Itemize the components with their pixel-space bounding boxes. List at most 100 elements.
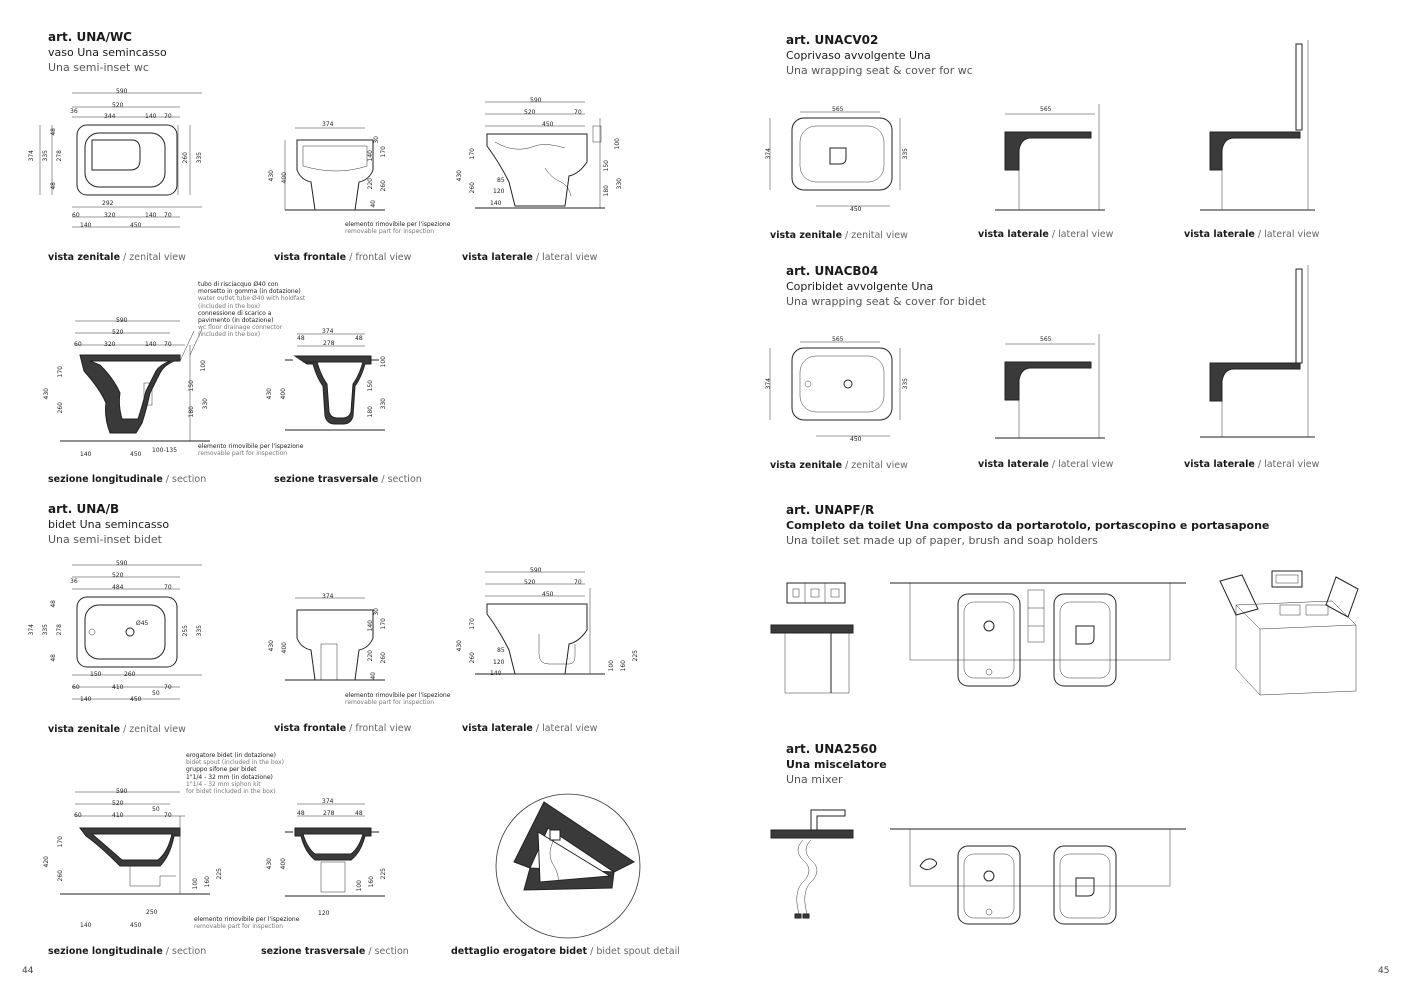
caption-en: / bidet spout detail <box>590 946 680 957</box>
dim-label: 335 <box>196 152 203 164</box>
dim-label: 220 <box>367 650 374 662</box>
caption-una-wc-zenital: vista zenitale / zenital view <box>48 252 186 263</box>
dim-label: 260 <box>57 402 64 414</box>
una2560-mixer-drawing <box>770 809 854 919</box>
dim-label: 590 <box>116 788 128 795</box>
caption-it: vista laterale <box>462 252 533 263</box>
caption-en: / zenital view <box>845 230 908 241</box>
dim-label: 450 <box>130 451 142 458</box>
dim-label: 565 <box>1040 106 1052 113</box>
dim-label: 450 <box>130 922 142 929</box>
note-en: wc floor drainage connector <box>198 324 283 332</box>
note-it: elemento rimovibile per l'ispezione <box>198 443 304 450</box>
dim-label: 70 <box>164 113 172 120</box>
dim-label: 520 <box>112 572 124 579</box>
dim-label: 160 <box>368 876 375 888</box>
dim-label: 40 <box>370 200 377 208</box>
caption-una-b-lateral: vista laterale / lateral view <box>462 723 597 734</box>
caption-una-wc-lateral: vista laterale / lateral view <box>462 252 597 263</box>
dim-label: 565 <box>832 106 844 113</box>
caption-en: / lateral view <box>1257 459 1320 470</box>
dim-label: 374 <box>322 328 334 335</box>
dim-label: 50 <box>152 806 160 813</box>
dim-label: 48 <box>50 182 57 190</box>
dim-label: 520 <box>112 102 124 109</box>
note-en: bidet spout (included in the box) <box>186 759 285 767</box>
dim-label: 260 <box>182 152 189 164</box>
dim-label: 48 <box>50 600 57 608</box>
dim-label: 374 <box>322 593 334 600</box>
dim-label: 450 <box>130 222 142 229</box>
una-b-spout-detail-drawing <box>495 793 641 939</box>
caption-unacb04-lateral-2: vista laterale / lateral view <box>1184 459 1319 470</box>
dim-label: 180 <box>367 406 374 418</box>
unacv02-lateral-drawing-1 <box>995 104 1105 211</box>
dim-label: 140 <box>367 150 374 162</box>
dim-label: 590 <box>530 97 542 104</box>
una2560-name-it: Una miscelatore <box>786 758 887 771</box>
caption-en: / lateral view <box>535 252 598 263</box>
una-b-front-view-drawing <box>285 597 385 681</box>
caption-it: vista laterale <box>978 459 1049 470</box>
dim-label: 450 <box>542 121 554 128</box>
dim-label: 250 <box>146 909 158 916</box>
una-wc-longitudinal-section-drawing <box>60 320 210 442</box>
dim-label: 320 <box>104 212 116 219</box>
note-it: pavimento (in dotazione) <box>198 317 274 325</box>
dim-label: 225 <box>216 868 223 880</box>
note-it: elemento rimovibile per l'ispezione <box>345 221 451 228</box>
una-b-cross-section-drawing <box>285 803 385 897</box>
dim-label: 590 <box>116 88 128 95</box>
dim-label: 30 <box>373 608 380 616</box>
caption-it: sezione trasversale <box>274 474 379 485</box>
caption-unacv02-lateral-1: vista laterale / lateral view <box>978 229 1113 240</box>
dim-label: 48 <box>297 810 305 817</box>
caption-it: vista frontale <box>274 723 347 734</box>
una-wc-name-en: Una semi-inset wc <box>48 61 149 74</box>
unapfr-wall-view-drawing <box>890 582 1186 687</box>
una-wc-name-it: vaso Una semincasso <box>48 46 167 59</box>
caption-en: / section <box>165 946 207 957</box>
dim-label: 255 <box>182 625 189 637</box>
dim-label: 278 <box>56 624 63 636</box>
dim-label: 374 <box>322 798 334 805</box>
caption-en: / zenital view <box>123 724 186 735</box>
dim-label: Ø45 <box>136 620 149 627</box>
una-b-spout-note: erogatore bidet (in dotazione) bidet spo… <box>186 752 284 795</box>
caption-una-wc-longitudinal: sezione longitudinale / section <box>48 474 206 485</box>
dim-label: 400 <box>281 172 288 184</box>
dim-label: 260 <box>380 180 387 192</box>
dim-label: 100 <box>192 878 199 890</box>
dim-label: 335 <box>902 148 909 160</box>
dim-label: 430 <box>268 640 275 652</box>
note-en: removable part for inspection <box>345 699 435 707</box>
dim-label: 100 <box>380 356 387 368</box>
caption-en: / frontal view <box>349 252 412 263</box>
caption-it: sezione longitudinale <box>48 946 163 957</box>
una-wc-front-view-drawing <box>284 127 385 211</box>
note-en: (included in the box) <box>198 331 261 339</box>
dim-label: 100-135 <box>152 447 178 454</box>
dim-label: 520 <box>524 109 536 116</box>
caption-it: vista laterale <box>978 229 1049 240</box>
dim-label: 335 <box>42 150 49 162</box>
dim-label: 70 <box>164 812 172 819</box>
dim-label: 140 <box>145 113 157 120</box>
una-wc-removable-note: elemento rimovibile per l'ispezione remo… <box>345 221 450 235</box>
caption-unacv02-zenital: vista zenitale / zenital view <box>770 230 908 241</box>
dim-label: 430 <box>266 858 273 870</box>
dim-label: 85 <box>497 647 505 654</box>
dim-label: 374 <box>28 150 35 162</box>
unapfr-perspective-drawing <box>1219 570 1359 696</box>
dim-label: 70 <box>164 341 172 348</box>
dim-label: 335 <box>196 625 203 637</box>
dim-label: 430 <box>456 640 463 652</box>
dim-label: 85 <box>497 177 505 184</box>
dim-label: 150 <box>367 380 374 392</box>
dim-label: 60 <box>74 341 82 348</box>
dim-label: 160 <box>620 660 627 672</box>
una-wc-cross-section-drawing <box>285 333 385 431</box>
dim-label: 450 <box>850 436 862 443</box>
dim-label: 374 <box>322 121 334 128</box>
dim-label: 170 <box>469 618 476 630</box>
